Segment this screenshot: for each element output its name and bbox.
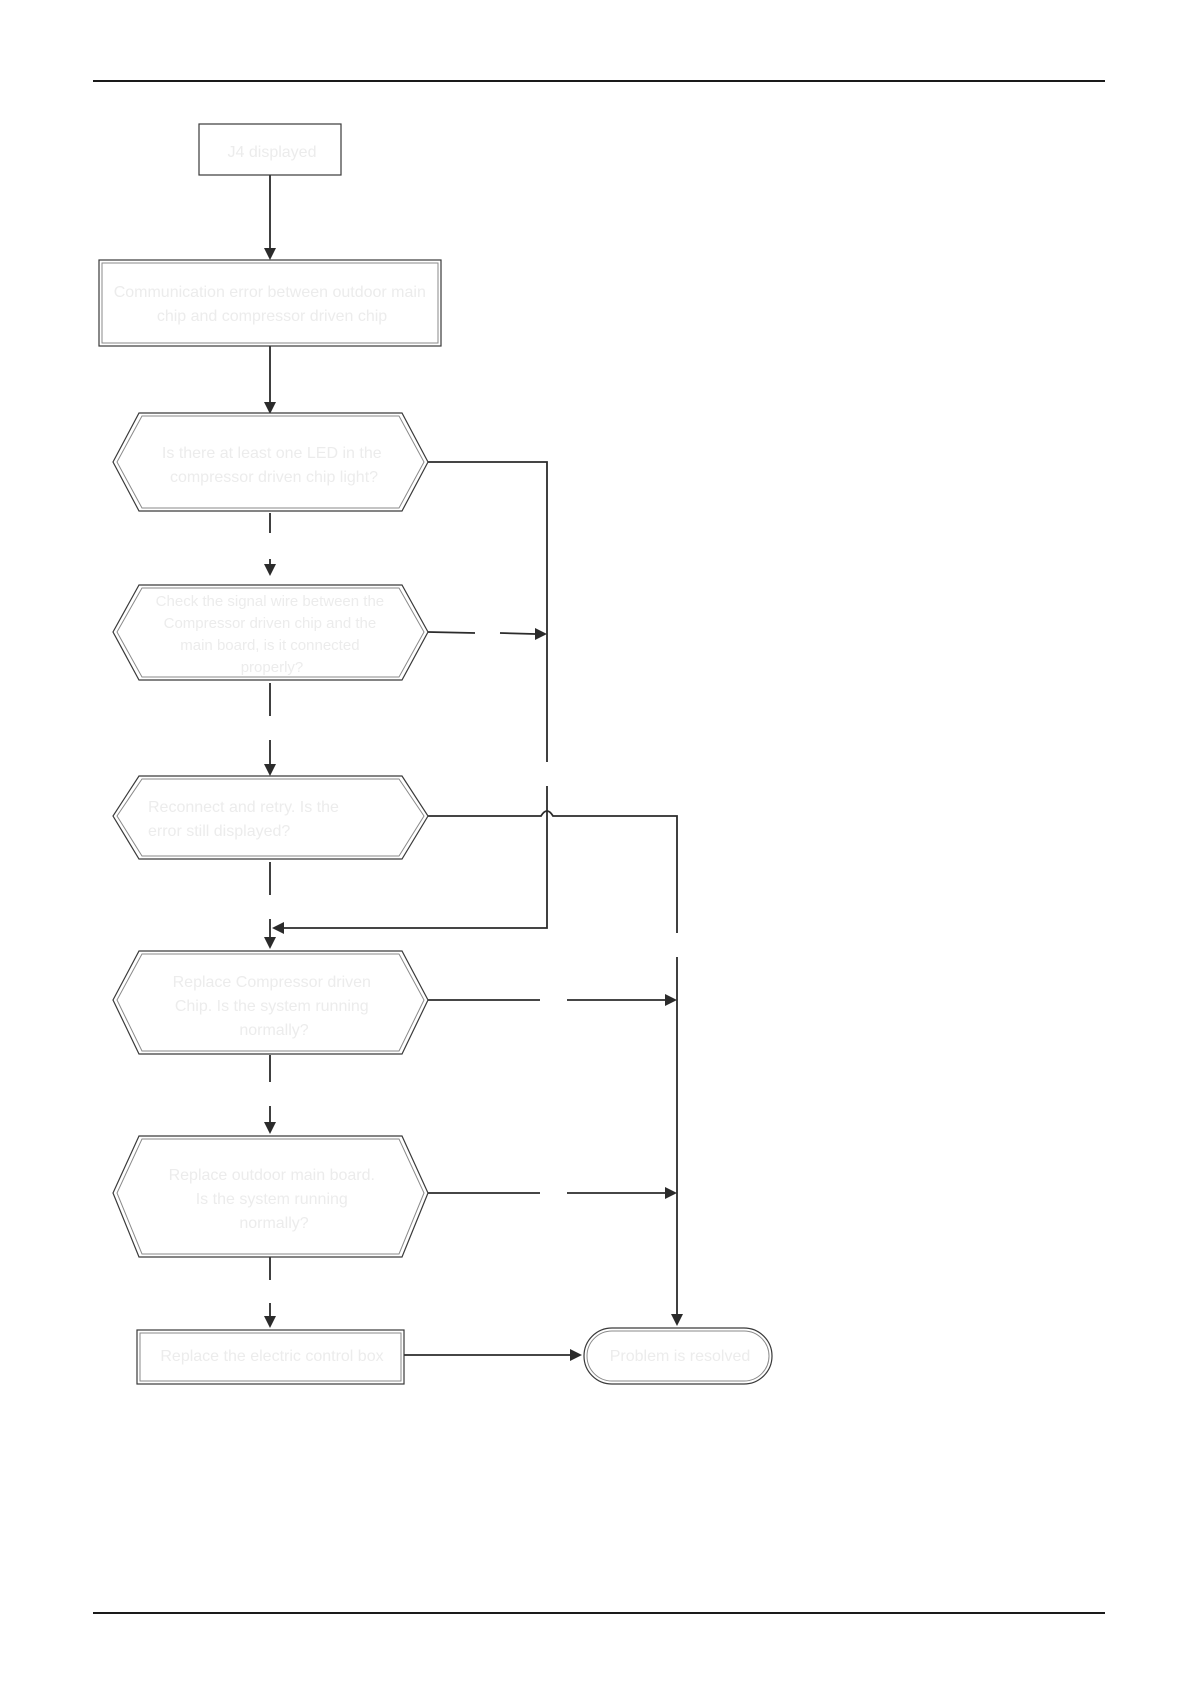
node-comm-error: Communication error between outdoor main… (98, 259, 442, 347)
node-replace-chip-line-3: normally? (239, 1022, 308, 1039)
svg-text:Replace Compressor driven: Replace Compressor driven Chip. Is the s… (173, 974, 376, 1039)
node-replace-chip-line-2: Chip. Is the system running (175, 998, 369, 1015)
node-signal-wire-line-4: properly? (241, 659, 304, 676)
arrowhead (665, 1187, 677, 1199)
node-start: J4 displayed (198, 123, 342, 176)
node-led-check-line-1: Is there at least one LED in the (162, 445, 382, 462)
arrowhead (570, 1349, 582, 1361)
connector-led-bypass-lower (284, 786, 548, 929)
arrowhead (264, 1122, 276, 1134)
svg-text:Communication error between ou: Communication error between outdoor main… (114, 284, 431, 325)
node-replace-chip-line-1: Replace Compressor driven (173, 974, 371, 991)
connector-reconnect-right (428, 810, 678, 933)
node-replace-box-line-1: Replace the electric control box (160, 1348, 383, 1365)
node-resolved-line-1: Problem is resolved (610, 1348, 751, 1365)
node-replace-board: Replace outdoor main board. Is the syste… (112, 1135, 429, 1258)
arrowhead (535, 628, 547, 640)
connector-led-bypass (428, 461, 548, 762)
arrowhead (264, 1316, 276, 1328)
svg-text:Check the signal wire between: Check the signal wire between the Compre… (156, 593, 389, 676)
arrowhead (264, 402, 276, 414)
node-signal-wire-line-3: main board, is it connected (180, 637, 359, 654)
svg-text:Is there at least one LED in t: Is there at least one LED in the compres… (162, 445, 386, 486)
arrowhead (264, 248, 276, 260)
node-led-check: Is there at least one LED in the compres… (112, 412, 429, 512)
connectors (264, 175, 683, 1361)
svg-text:Replace the electric control b: Replace the electric control box (160, 1348, 383, 1365)
node-replace-board-line-1: Replace outdoor main board. (169, 1167, 375, 1184)
node-reconnect-line-1: Reconnect and retry. Is the (148, 799, 339, 816)
footer-rule (93, 1612, 1105, 1614)
svg-text:J4 displayed: J4 displayed (228, 144, 317, 161)
node-replace-board-line-2: Is the system running (196, 1191, 348, 1208)
node-signal-wire-line-1: Check the signal wire between the (156, 593, 384, 610)
connector-signal-right (427, 631, 476, 634)
svg-text:Reconnect and retry. Is the: Reconnect and retry. Is the error still … (148, 799, 343, 840)
node-reconnect: Reconnect and retry. Is the error still … (112, 775, 429, 860)
arrowhead (671, 1314, 683, 1326)
svg-text:Replace outdoor main board.: Replace outdoor main board. Is the syste… (169, 1167, 380, 1232)
node-signal-wire-line-2: Compressor driven chip and the (164, 615, 377, 632)
header-rule (93, 80, 1105, 82)
node-replace-board-line-3: normally? (239, 1215, 308, 1232)
arrowhead (264, 937, 276, 949)
node-comm-error-line-2: chip and compressor driven chip (157, 308, 387, 325)
node-led-check-line-2: compressor driven chip light? (170, 469, 378, 486)
node-replace-box: Replace the electric control box (136, 1329, 405, 1385)
node-reconnect-line-2: error still displayed? (148, 823, 290, 840)
arrowhead (665, 994, 677, 1006)
arrowhead (264, 764, 276, 776)
arrowhead (264, 564, 276, 576)
node-replace-chip: Replace Compressor driven Chip. Is the s… (112, 950, 429, 1055)
svg-text:Problem is resolved: Problem is resolved (610, 1348, 751, 1365)
connector-signal-right-b (499, 632, 536, 635)
node-signal-wire: Check the signal wire between the Compre… (112, 584, 429, 681)
node-comm-error-line-1: Communication error between outdoor main (114, 284, 426, 301)
node-start-line-1: J4 displayed (228, 144, 317, 161)
arrowhead (272, 922, 284, 934)
node-resolved: Problem is resolved (583, 1327, 773, 1385)
